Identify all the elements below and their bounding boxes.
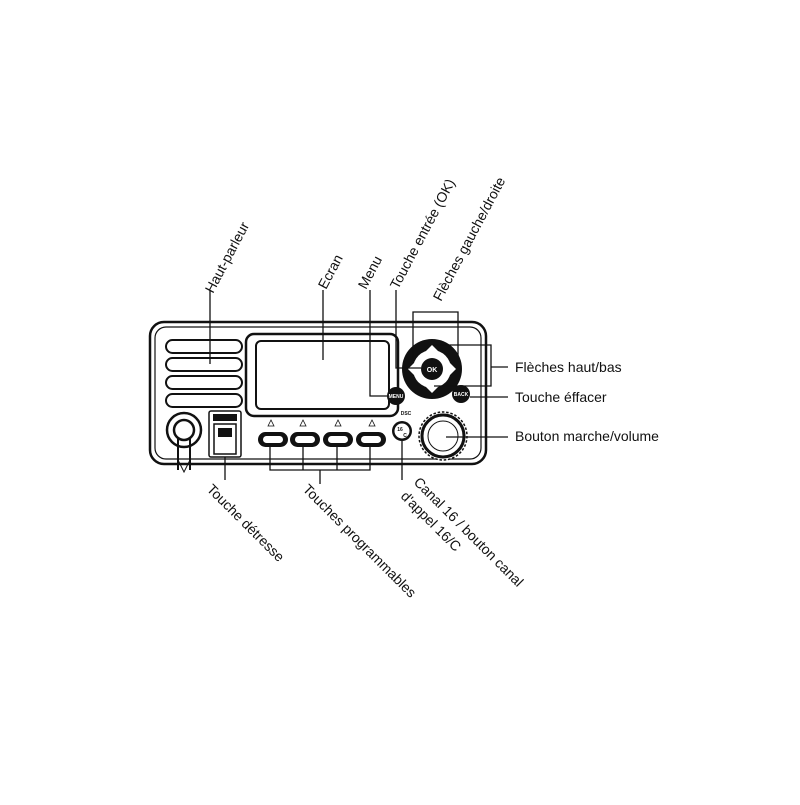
up-arrow-icon[interactable] <box>425 345 439 352</box>
back-button[interactable] <box>452 385 470 403</box>
ok-button-label: OK <box>427 367 438 374</box>
back-button-label: BACK <box>454 392 469 398</box>
soft-key-4[interactable] <box>356 432 386 447</box>
label-power-volume-knob: Bouton marche/volume <box>515 428 659 444</box>
label-screen: Ecran <box>315 252 346 292</box>
channel16-button-label: 16 <box>397 427 403 433</box>
channel16-button[interactable] <box>392 421 412 441</box>
screen <box>244 332 400 418</box>
label-speaker: Haut-parleur <box>202 219 253 296</box>
microphone-jack <box>165 411 203 474</box>
label-menu: Menu <box>355 253 386 291</box>
label-channel16-line1: Canal 16 / bouton canal <box>411 474 527 590</box>
navigation-pad <box>402 339 462 399</box>
soft-key-1[interactable] <box>258 432 288 447</box>
leader-lines <box>209 290 508 484</box>
speaker-grille <box>165 339 243 408</box>
label-up-down-arrows: Flèches haut/bas <box>515 359 622 375</box>
label-clear-key: Touche éffacer <box>515 389 607 405</box>
ok-button[interactable] <box>421 358 443 380</box>
distress-button[interactable] <box>208 410 242 458</box>
menu-button[interactable] <box>387 387 405 405</box>
soft-key-2[interactable] <box>290 432 320 447</box>
soft-keys <box>258 432 386 447</box>
dsc-label: DSC <box>401 411 412 417</box>
channel16-button-sub: C <box>403 433 407 439</box>
soft-key-3[interactable] <box>323 432 353 447</box>
right-arrow-icon[interactable] <box>449 362 456 376</box>
menu-button-label: MENU <box>389 394 404 400</box>
power-volume-knob[interactable] <box>418 411 468 461</box>
label-distress-key: Touche détresse <box>204 481 288 565</box>
softkey-indicators <box>267 419 376 427</box>
down-arrow-icon[interactable] <box>425 386 439 393</box>
radio-body <box>148 320 488 466</box>
left-arrow-icon[interactable] <box>408 362 415 376</box>
